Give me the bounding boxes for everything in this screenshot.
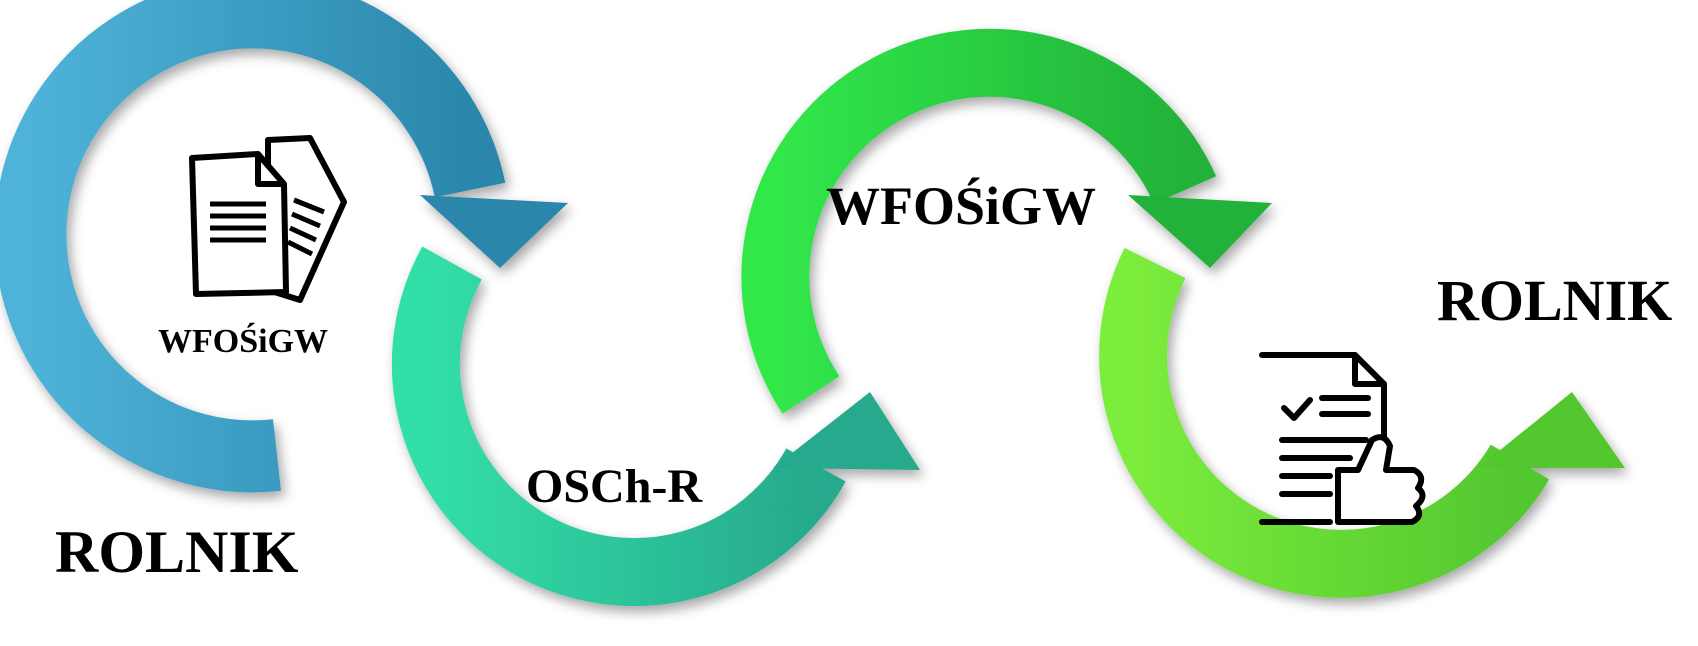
arrow-1-blue: [0, 0, 568, 493]
label-rolnik-left: ROLNIK: [55, 519, 299, 585]
label-osch-r: OSCh-R: [526, 460, 703, 513]
arrow-2-teal: [391, 246, 920, 607]
label-rolnik-right: ROLNIK: [1437, 268, 1672, 333]
documents-icon: [189, 135, 347, 303]
label-wfosigw-small: WFOŚiGW: [158, 322, 328, 360]
arrow-3-green: [741, 28, 1272, 414]
label-wfosigw-large: WFOŚiGW: [826, 176, 1096, 236]
approved-document-thumbs-up-icon: [1259, 352, 1426, 525]
arrow-4-lime: [1099, 247, 1625, 598]
